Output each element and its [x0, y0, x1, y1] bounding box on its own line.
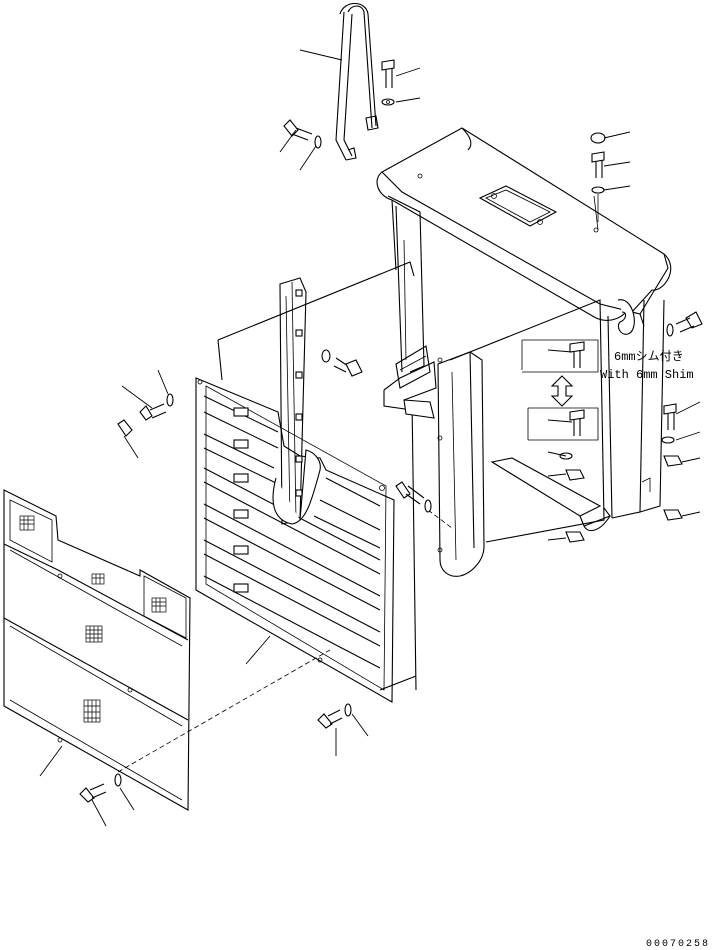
- bolt-right-stack: [661, 403, 683, 521]
- side-post: [437, 351, 485, 577]
- shim-note-japanese: 6mmシム付き: [614, 349, 684, 364]
- left-side-frame: [217, 195, 425, 691]
- shim-note-english: With 6mm Shim: [600, 368, 694, 382]
- bolt-side-mount: [321, 349, 363, 377]
- clip-nuts: [559, 452, 585, 543]
- shim-box-top: [521, 339, 599, 373]
- leader-lines: [39, 49, 701, 827]
- right-side-panel: [449, 299, 665, 543]
- mounting-bracket: [383, 345, 437, 419]
- front-screen: [3, 489, 191, 811]
- bolt-bottom-guard: [317, 703, 352, 729]
- screen-mesh: [19, 515, 167, 723]
- handrail: [335, 2, 379, 161]
- shim-box-bottom: [527, 407, 599, 441]
- bolt-bottom-screen: [79, 773, 122, 803]
- louver-guard: [195, 377, 395, 703]
- bottom-rail: [490, 457, 611, 532]
- top-cover: [376, 127, 672, 327]
- bolt-mid-panel: [395, 481, 432, 513]
- double-arrow-icon: [550, 375, 574, 407]
- bolt-left-handrail: [283, 119, 322, 149]
- bolt-top-handrail: [381, 59, 395, 106]
- louver-tabs: [233, 407, 249, 593]
- bolt-left-guard: [117, 393, 174, 437]
- guard-cutout: [272, 449, 321, 525]
- louver-slats: [203, 395, 381, 669]
- cover-cap-and-bolt: [590, 132, 606, 222]
- alignment-line: [117, 649, 331, 773]
- alignment-line-2: [427, 509, 453, 529]
- bolt-right-cover: [617, 299, 703, 337]
- drawing-code: 00070258: [646, 939, 710, 950]
- vertical-strip: [279, 277, 307, 525]
